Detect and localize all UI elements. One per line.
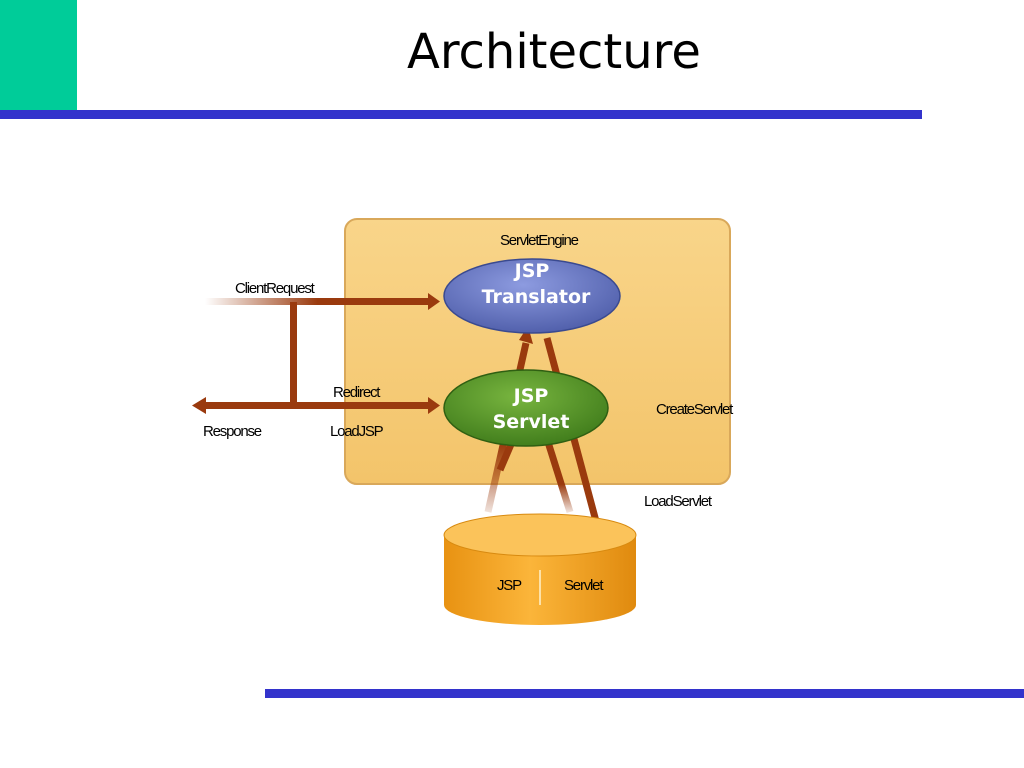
jsp-translator-line2: Translator [482,286,591,308]
response-arrowhead [192,397,206,414]
storage-jsp-label: JSP [497,577,522,594]
servlet-engine-box [344,218,731,485]
load-servlet-label: LoadServlet [644,493,713,510]
servlet-engine-label: ServletEngine [500,232,579,249]
response-arrow [203,402,295,409]
accent-block [0,0,77,110]
storage-cylinder-top [443,513,637,557]
jsp-servlet-line1: JSP [512,385,549,407]
storage-to-servlet-link [496,440,516,472]
page-title: Architecture [407,24,701,80]
create-servlet-label: CreateServlet [656,401,734,418]
servlet-to-storage-link [544,440,574,514]
jsp-servlet-node [443,369,609,447]
response-label: Response [203,423,262,440]
translator-arrowhead [519,326,533,344]
redirect-connector [290,302,297,404]
redirect-arrowhead [428,397,440,414]
client-request-arrowhead [428,293,440,310]
storage-servlet-label: Servlet [564,577,604,594]
jsp-servlet-line2: Servlet [493,411,570,433]
client-request-label: ClientRequest [235,280,316,297]
jsp-translator-line1: JSP [513,260,550,282]
jsp-translator-node [443,258,621,334]
load-jsp-label: LoadJSP [330,423,384,440]
client-request-arrow [205,298,430,305]
redirect-arrow [293,402,430,409]
footer-divider [265,689,1024,698]
title-divider [0,110,922,119]
redirect-label: Redirect [333,384,381,401]
